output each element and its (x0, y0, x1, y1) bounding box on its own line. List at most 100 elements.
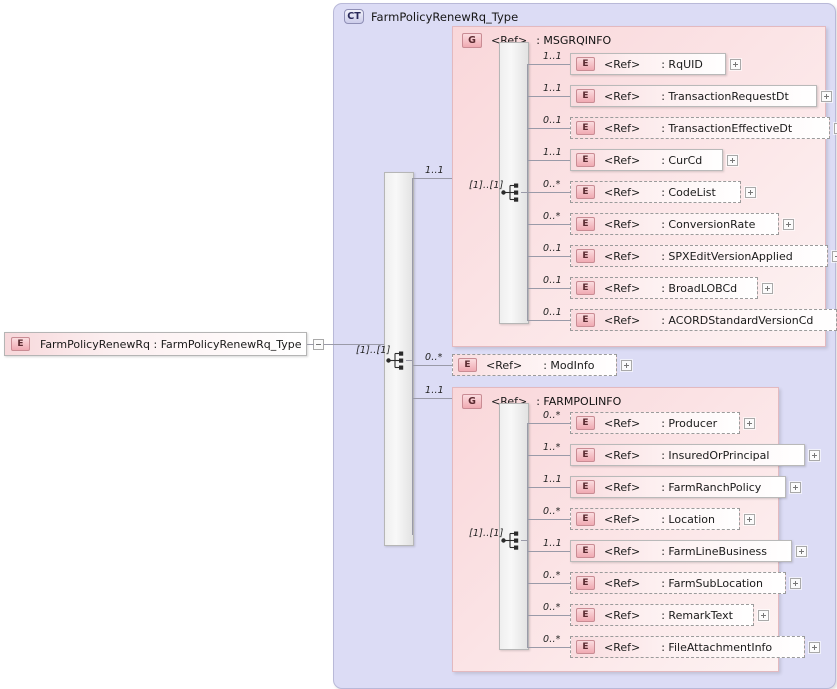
complextype-sequence-icon[interactable] (386, 351, 408, 370)
expand-icon-FarmLineBusiness[interactable] (796, 546, 807, 557)
item-cardinality-InsuredOrPrincipal: 1..* (543, 442, 561, 453)
element-badge: E (576, 576, 595, 590)
element-name-label: : ModInfo (543, 358, 595, 372)
expand-icon-ModInfo[interactable] (621, 360, 632, 371)
element-box-InsuredOrPrincipal[interactable]: E<Ref>: InsuredOrPrincipal (570, 444, 805, 466)
item-cardinality-FarmSubLocation: 0..* (543, 570, 561, 581)
element-box-FarmRanchPolicy[interactable]: E<Ref>: FarmRanchPolicy (570, 476, 786, 498)
element-box-CodeList[interactable]: E<Ref>: CodeList (570, 181, 741, 203)
element-badge: E (576, 448, 595, 462)
item-cardinality-FarmLineBusiness: 1..1 (543, 538, 562, 549)
expand-icon-BroadLOBCd[interactable] (762, 283, 773, 294)
expand-icon-CodeList[interactable] (745, 187, 756, 198)
element-ref-label: <Ref> (604, 640, 641, 654)
group-cardinality-MSGRQINFO: 1..1 (425, 165, 444, 176)
expand-icon-RemarkText[interactable] (758, 610, 769, 621)
expand-icon-ConversionRate[interactable] (783, 219, 794, 230)
element-box-ACORDStandardVersionCd[interactable]: E<Ref>: ACORDStandardVersionCd (570, 309, 837, 331)
element-box-FarmSubLocation[interactable]: E<Ref>: FarmSubLocation (570, 572, 786, 594)
element-box-FileAttachmentInfo[interactable]: E<Ref>: FileAttachmentInfo (570, 636, 805, 658)
element-name-label: : InsuredOrPrincipal (661, 448, 770, 462)
root-collapse-icon[interactable] (313, 339, 324, 350)
element-name-label: : SPXEditVersionApplied (661, 249, 793, 263)
expand-icon-InsuredOrPrincipal[interactable] (809, 450, 820, 461)
group-badge: G (462, 33, 482, 48)
item-branch-CodeList (527, 192, 570, 193)
element-badge: E (576, 185, 595, 199)
item-branch-BroadLOBCd (527, 288, 570, 289)
element-box-RqUID[interactable]: E<Ref>: RqUID (570, 53, 726, 75)
group-sequence-stub-FARMPOLINFO (521, 540, 527, 541)
element-ref-label: <Ref> (604, 89, 641, 103)
group-name-label: : MSGRQINFO (536, 34, 612, 47)
item-cardinality-ConversionRate: 0..* (543, 211, 561, 222)
element-box-ModInfo[interactable]: E<Ref>: ModInfo (452, 354, 617, 376)
element-ref-label: <Ref> (604, 185, 641, 199)
element-name-label: : Producer (661, 416, 718, 430)
expand-icon-SPXEditVersionApplied[interactable] (832, 251, 837, 262)
element-ref-label: <Ref> (604, 153, 641, 167)
complextype-badge: CT (344, 9, 364, 24)
element-ref-label: <Ref> (604, 281, 641, 295)
expand-icon-RqUID[interactable] (730, 59, 741, 70)
trunk-down (412, 360, 413, 535)
element-box-CurCd[interactable]: E<Ref>: CurCd (570, 149, 723, 171)
element-name-label: : FarmRanchPolicy (661, 480, 762, 494)
expand-icon-FarmSubLocation[interactable] (790, 578, 801, 589)
complextype-title: FarmPolicyRenewRq_Type (371, 9, 519, 24)
element-name-label: : FileAttachmentInfo (661, 640, 773, 654)
element-badge: E (576, 121, 595, 135)
item-cardinality-RqUID: 1..1 (543, 51, 562, 62)
element-ref-label: <Ref> (604, 576, 641, 590)
element-box-Location[interactable]: E<Ref>: Location (570, 508, 740, 530)
expand-icon-Location[interactable] (744, 514, 755, 525)
expand-icon-TransactionEffectiveDt[interactable] (834, 123, 837, 134)
group-sequence-icon-MSGRQINFO[interactable] (501, 183, 523, 202)
item-branch-FarmRanchPolicy (527, 487, 570, 488)
item-branch-FarmLineBusiness (527, 551, 570, 552)
item-branch-Location (527, 519, 570, 520)
item-branch-RqUID (527, 64, 570, 65)
item-cardinality-TransactionEffectiveDt: 0..1 (543, 115, 562, 126)
item-branch-InsuredOrPrincipal (527, 455, 570, 456)
element-name-label: : FarmLineBusiness (661, 544, 767, 558)
expand-icon-TransactionRequestDt[interactable] (821, 91, 832, 102)
item-cardinality-FileAttachmentInfo: 0..* (543, 634, 561, 645)
element-box-Producer[interactable]: E<Ref>: Producer (570, 412, 740, 434)
group-sequence-icon-FARMPOLINFO[interactable] (501, 531, 523, 550)
group-sequence-stub-MSGRQINFO (521, 192, 527, 193)
root-to-sequence-line (324, 344, 384, 345)
element-badge: E (576, 57, 595, 71)
expand-icon-FarmRanchPolicy[interactable] (790, 482, 801, 493)
complextype-sequence-cardinality: [1]..[1] (356, 345, 391, 356)
item-branch-CurCd (527, 160, 570, 161)
element-box-TransactionEffectiveDt[interactable]: E <Ref> : TransactionEffectiveDt (570, 117, 830, 139)
element-box-SPXEditVersionApplied[interactable]: E<Ref>: SPXEditVersionApplied (570, 245, 828, 267)
element-ref-label: <Ref> (604, 121, 641, 135)
element-box-RemarkText[interactable]: E<Ref>: RemarkText (570, 604, 754, 626)
item-cardinality-RemarkText: 0..* (543, 602, 561, 613)
root-expander-stub (307, 344, 314, 345)
element-box-ConversionRate[interactable]: E<Ref>: ConversionRate (570, 213, 779, 235)
item-branch-FarmSubLocation (527, 583, 570, 584)
group-sequence-cardinality-MSGRQINFO: [1]..[1] (469, 180, 504, 191)
item-cardinality-ACORDStandardVersionCd: 0..1 (543, 307, 562, 318)
element-ref-label: <Ref> (604, 57, 641, 71)
expand-icon-FileAttachmentInfo[interactable] (809, 642, 820, 653)
element-name-label: : BroadLOBCd (661, 281, 738, 295)
item-branch-ConversionRate (527, 224, 570, 225)
element-box-TransactionRequestDt[interactable]: E<Ref>: TransactionRequestDt (570, 85, 817, 107)
element-ref-label: <Ref> (604, 512, 641, 526)
element-name-label: : TransactionEffectiveDt (661, 121, 793, 135)
branch-line-group-FARMPOLINFO (412, 398, 452, 399)
element-badge: E (576, 281, 595, 295)
element-box-BroadLOBCd[interactable]: E <Ref> : BroadLOBCd (570, 277, 758, 299)
expand-icon-Producer[interactable] (744, 418, 755, 429)
element-ref-label: <Ref> (604, 608, 641, 622)
expand-icon-CurCd[interactable] (727, 155, 738, 166)
complextype-header: CT FarmPolicyRenewRq_Type (344, 9, 518, 24)
element-name-label: : ConversionRate (661, 217, 756, 231)
modinfo-cardinality: 0..* (425, 352, 443, 363)
element-box-FarmLineBusiness[interactable]: E<Ref>: FarmLineBusiness (570, 540, 792, 562)
